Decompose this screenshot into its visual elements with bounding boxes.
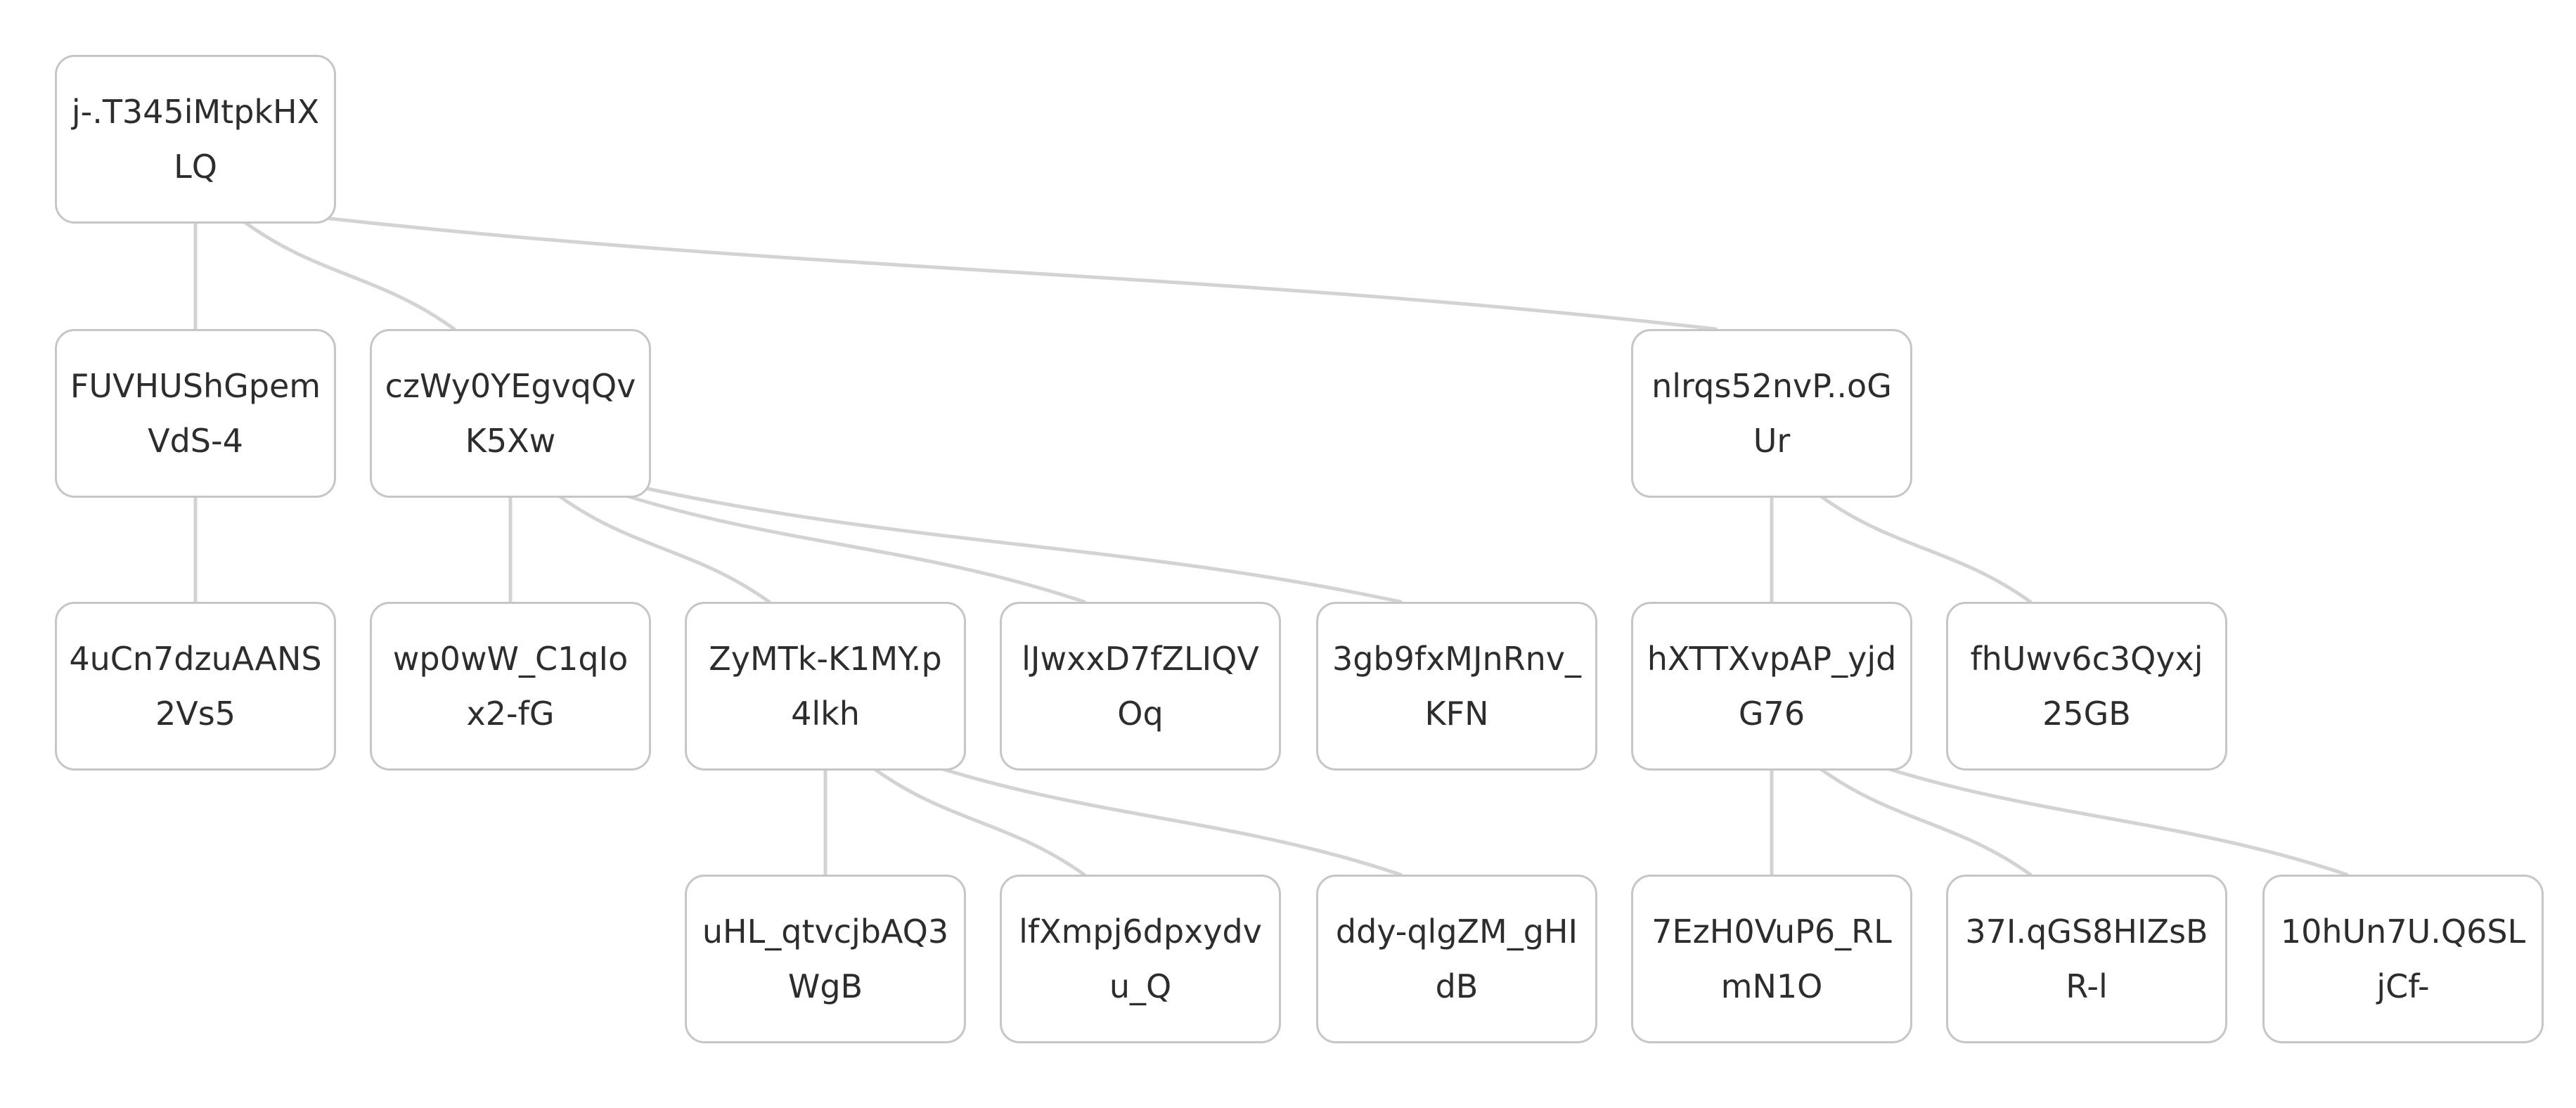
tree-node-label: 37I.qGS8HIZsBR-l xyxy=(1965,913,2208,1005)
tree-node[interactable]: 10hUn7U.Q6SLjCf- xyxy=(2262,875,2544,1043)
tree-edge xyxy=(285,212,1718,331)
tree-node-label: czWy0YEgvqQvK5Xw xyxy=(385,367,636,460)
tree-node[interactable]: hXTTXvpAP_yjdG76 xyxy=(1631,602,1912,771)
tree-node-label: fhUwv6c3Qyxj25GB xyxy=(1970,640,2203,733)
tree-node[interactable]: lJwxxD7fZLIQVOq xyxy=(1000,602,1281,771)
tree-node-label: ddy-qlgZM_gHIdB xyxy=(1335,913,1578,1005)
tree-edge xyxy=(1819,494,2033,604)
tree-edge xyxy=(600,486,1086,604)
tree-node[interactable]: czWy0YEgvqQvK5Xw xyxy=(370,329,651,498)
tree-edge xyxy=(243,220,456,331)
tree-node[interactable]: 37I.qGS8HIZsBR-l xyxy=(1946,875,2227,1043)
tree-edge xyxy=(642,486,1403,604)
tree-edge xyxy=(915,759,1403,877)
tree-node[interactable]: ddy-qlgZM_gHIdB xyxy=(1316,875,1597,1043)
tree-node-label: lfXmpj6dpxydvu_Q xyxy=(1019,913,1262,1005)
tree-node[interactable]: nlrqs52nvP..oGUr xyxy=(1631,329,1912,498)
tree-node-label: 10hUn7U.Q6SLjCf- xyxy=(2280,913,2526,1005)
tree-node-root[interactable]: j-.T345iMtpkHXLQ xyxy=(55,55,336,224)
tree-edge xyxy=(558,494,771,604)
tree-edge xyxy=(1861,759,2349,877)
tree-node[interactable]: uHL_qtvcjbAQ3WgB xyxy=(685,875,966,1043)
tree-node-label: 3gb9fxMJnRnv_KFN xyxy=(1332,640,1582,733)
tree-node[interactable]: lfXmpj6dpxydvu_Q xyxy=(1000,875,1281,1043)
tree-node-label: lJwxxD7fZLIQVOq xyxy=(1022,640,1259,733)
tree-node[interactable]: wp0wW_C1qIox2-fG xyxy=(370,602,651,771)
tree-node[interactable]: 7EzH0VuP6_RLmN1O xyxy=(1631,875,1912,1043)
tree-node-label: wp0wW_C1qIox2-fG xyxy=(392,640,629,733)
tree-node-label: j-.T345iMtpkHXLQ xyxy=(71,93,320,186)
tree-node[interactable]: 4uCn7dzuAANS2Vs5 xyxy=(55,602,336,771)
tree-node[interactable]: ZyMTk-K1MY.p4lkh xyxy=(685,602,966,771)
tree-node-label: hXTTXvpAP_yjdG76 xyxy=(1647,640,1897,733)
tree-node-label: nlrqs52nvP..oGUr xyxy=(1651,367,1892,460)
tree-node[interactable]: FUVHUShGpemVdS-4 xyxy=(55,329,336,498)
tree-node-label: 4uCn7dzuAANS2Vs5 xyxy=(69,640,322,733)
tree-node-label: FUVHUShGpemVdS-4 xyxy=(70,367,321,460)
tree-node-label: 7EzH0VuP6_RLmN1O xyxy=(1651,913,1892,1005)
tree-node[interactable]: fhUwv6c3Qyxj25GB xyxy=(1946,602,2227,771)
tree-node[interactable]: 3gb9fxMJnRnv_KFN xyxy=(1316,602,1597,771)
tree-edge xyxy=(872,767,1086,877)
tree-node-label: ZyMTk-K1MY.p4lkh xyxy=(709,640,942,733)
tree-node-label: uHL_qtvcjbAQ3WgB xyxy=(702,913,949,1005)
tree-edge xyxy=(1819,767,2033,877)
